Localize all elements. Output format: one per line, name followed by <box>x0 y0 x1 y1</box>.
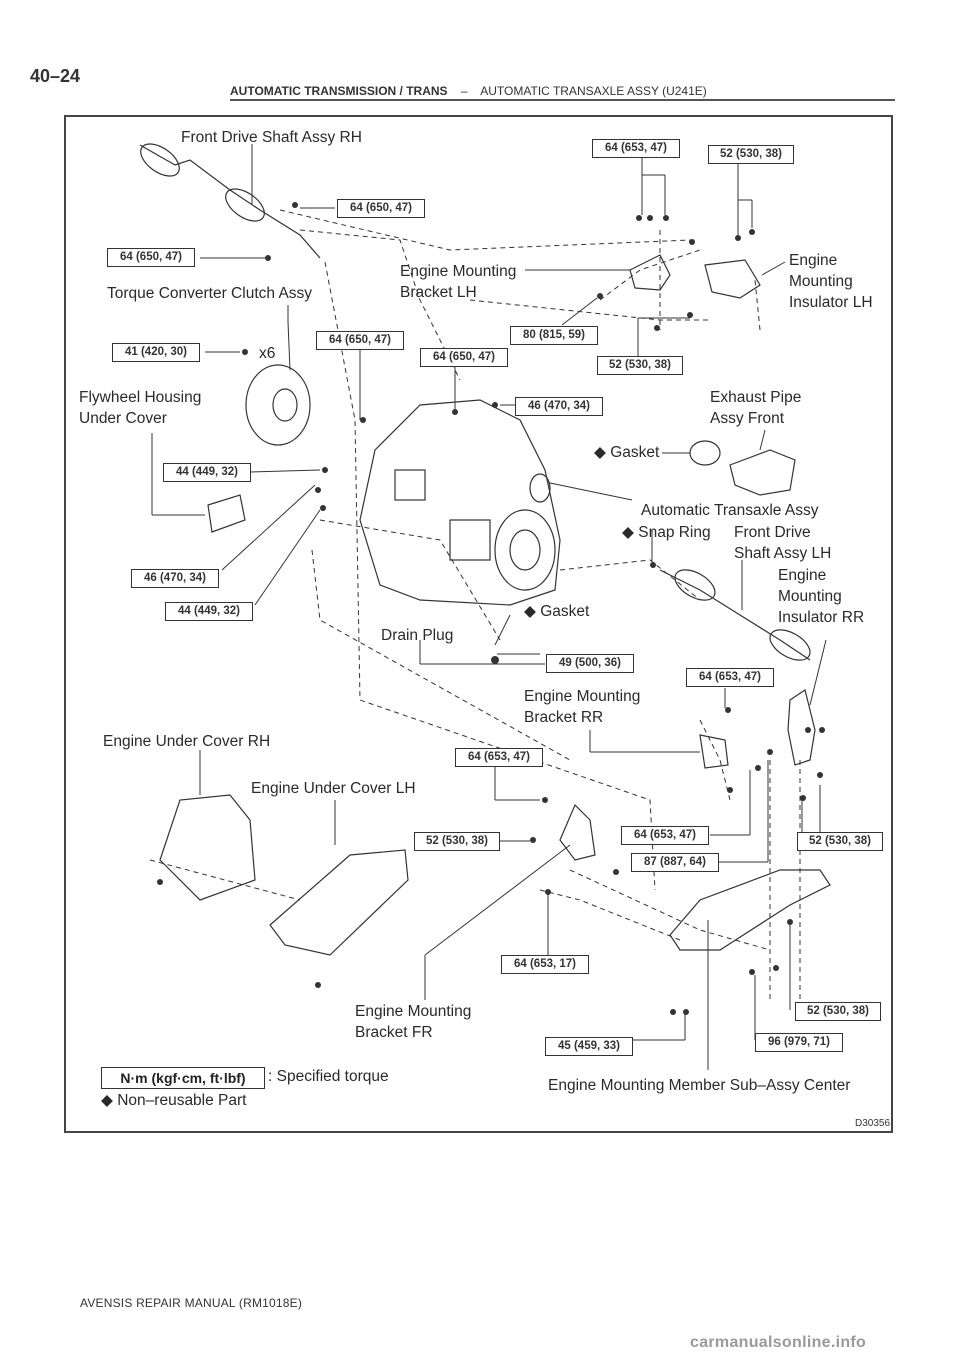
torque-callout: 44 (449, 32) <box>163 463 251 482</box>
torque-callout: 64 (653, 47) <box>621 826 709 845</box>
header-rule <box>230 99 895 101</box>
label-flywheel-housing: Flywheel Housing Under Cover <box>79 389 202 427</box>
torque-callout: 64 (653, 47) <box>592 139 680 158</box>
torque-callout: 45 (459, 33) <box>545 1037 633 1056</box>
label-gasket-drain: ◆ Gasket <box>524 603 590 620</box>
label-automatic-transaxle: Automatic Transaxle Assy <box>641 502 819 519</box>
label-mounting-member: Engine Mounting Member Sub–Assy Center <box>548 1077 851 1094</box>
label-gasket-exhaust: ◆ Gasket <box>594 444 660 461</box>
torque-callout: 64 (653, 47) <box>455 748 543 767</box>
header-title: AUTOMATIC TRANSMISSION / TRANS – AUTOMAT… <box>230 84 707 98</box>
torque-callout: 64 (653, 17) <box>501 955 589 974</box>
torque-callout: 52 (530, 38) <box>708 145 794 164</box>
mounting-member-shape <box>669 869 831 951</box>
torque-callout: 64 (650, 47) <box>337 199 425 218</box>
torque-callout: 44 (449, 32) <box>165 602 253 621</box>
torque-callout: 49 (500, 36) <box>546 654 634 673</box>
label-x6: x6 <box>259 345 276 362</box>
label-under-cover-lh: Engine Under Cover LH <box>251 780 416 797</box>
watermark: carmanualsonline.info <box>690 1334 867 1351</box>
bracket-rr-shape <box>699 734 729 769</box>
label-bracket-fr: Engine Mounting Bracket FR <box>355 1003 472 1041</box>
flywheel-housing-cover-shape <box>207 494 246 533</box>
label-snap-ring: ◆ Snap Ring <box>622 524 711 541</box>
non-reusable-icon: ◆ <box>101 1092 113 1109</box>
insulator-rr-shape <box>787 689 816 766</box>
non-reusable-icon: ◆ <box>622 524 634 541</box>
label-bracket-lh: Engine Mounting Bracket LH <box>400 263 517 301</box>
diagram-frame <box>64 115 893 1133</box>
insulator-lh-shape <box>704 259 761 299</box>
torque-callout: 52 (530, 38) <box>795 1002 881 1021</box>
torque-callout: 52 (530, 38) <box>797 832 883 851</box>
torque-callout: 41 (420, 30) <box>112 343 200 362</box>
header-separator: – <box>460 84 468 98</box>
torque-callout: 46 (470, 34) <box>131 569 219 588</box>
footer-manual-title: AVENSIS REPAIR MANUAL (RM1018E) <box>80 1296 303 1310</box>
gasket-exhaust-shape <box>689 440 721 466</box>
exhaust-pipe-shape <box>729 449 796 496</box>
label-insulator-rr: Engine Mounting Insulator RR <box>778 567 865 626</box>
torque-callout: 64 (650, 47) <box>420 348 508 367</box>
label-front-drive-shaft-lh: Front Drive Shaft Assy LH <box>734 524 832 562</box>
legend-non-reusable-label: Non–reusable Part <box>117 1092 247 1109</box>
torque-callout: 52 (530, 38) <box>414 832 500 851</box>
front-drive-shaft-lh-shape <box>659 569 811 661</box>
legend-torque-unit: N·m (kgf·cm, ft·lbf) <box>101 1067 265 1089</box>
under-cover-lh-shape <box>269 849 409 956</box>
under-cover-rh-shape <box>159 794 256 901</box>
torque-callout: 64 (653, 47) <box>686 668 774 687</box>
non-reusable-icon: ◆ <box>524 603 536 620</box>
label-drain-plug: Drain Plug <box>381 627 454 644</box>
label-bracket-rr: Engine Mounting Bracket RR <box>524 688 641 726</box>
bracket-fr-shape <box>559 803 596 861</box>
front-drive-shaft-rh-shape <box>139 143 321 259</box>
torque-callout: 96 (979, 71) <box>755 1033 843 1052</box>
torque-callout: 52 (530, 38) <box>597 356 683 375</box>
label-exhaust-pipe: Exhaust Pipe Assy Front <box>710 389 802 427</box>
torque-converter-shape <box>245 364 311 446</box>
transaxle-shape <box>359 399 561 606</box>
bracket-lh-shape <box>629 254 671 291</box>
label-insulator-lh: Engine Mounting Insulator LH <box>789 252 873 311</box>
torque-callout: 64 (650, 47) <box>107 248 195 267</box>
non-reusable-icon: ◆ <box>594 444 606 461</box>
label-torque-converter: Torque Converter Clutch Assy <box>107 285 313 302</box>
legend-non-reusable: ◆ Non–reusable Part <box>101 1091 246 1110</box>
torque-callout: 87 (887, 64) <box>631 853 719 872</box>
label-front-drive-shaft-rh: Front Drive Shaft Assy RH <box>181 129 362 146</box>
figure-id: D30356 <box>855 1118 891 1129</box>
torque-callout: 64 (650, 47) <box>316 331 404 350</box>
header-section: AUTOMATIC TRANSMISSION / TRANS <box>230 84 448 98</box>
label-under-cover-rh: Engine Under Cover RH <box>103 733 271 750</box>
page-number: 40–24 <box>30 66 81 86</box>
legend-torque-description: : Specified torque <box>268 1068 389 1085</box>
torque-callout: 80 (815, 59) <box>510 326 598 345</box>
torque-callout: 46 (470, 34) <box>515 397 603 416</box>
header-subsection: AUTOMATIC TRANSAXLE ASSY (U241E) <box>480 84 707 98</box>
